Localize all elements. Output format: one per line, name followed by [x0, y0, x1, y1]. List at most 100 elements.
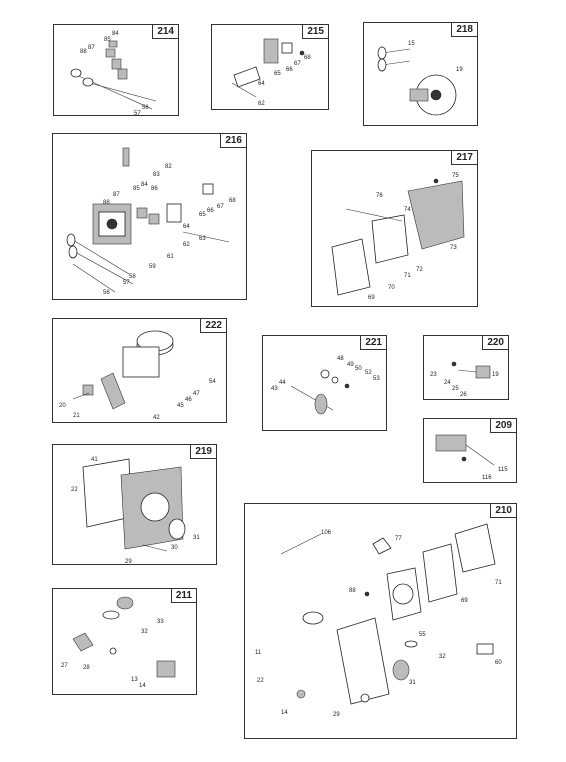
- callout-label: 48: [337, 356, 344, 362]
- panel-number: 209: [490, 418, 517, 433]
- callout-label: 71: [495, 580, 502, 586]
- panel-214: 214 84 85 87 88 56 57: [53, 24, 179, 117]
- callout-label: 25: [452, 386, 459, 392]
- panel-220: 220 23 24 25 26 19: [423, 335, 509, 400]
- callout-label: 88: [80, 49, 87, 55]
- callout-label: 31: [409, 680, 416, 686]
- panel-222-diagram: 54 47 46 45 42 21 20: [59, 330, 216, 421]
- callout-label: 23: [430, 372, 437, 378]
- callout-label: 77: [395, 536, 402, 542]
- panel-211: 211 33 32 27 28 13 14: [52, 588, 197, 695]
- callout-label: 64: [183, 224, 190, 230]
- callout-label: 24: [444, 380, 451, 386]
- panel-number: 211: [170, 588, 197, 603]
- callout-label: 57: [134, 111, 141, 117]
- callout-label: 20: [59, 403, 66, 409]
- panel-210-diagram: 106 77 71 88 69 55 32 60 11 22 31 14 29: [255, 523, 502, 718]
- callout-label: 62: [258, 101, 265, 107]
- panel-222: 222 54 47 46 45 42 21 20: [52, 318, 227, 423]
- panel-211-diagram: 33 32 27 28 13 14: [61, 596, 176, 689]
- callout-label: 32: [141, 629, 148, 635]
- callout-label: 19: [456, 67, 463, 73]
- panel-number: 220: [482, 335, 509, 350]
- callout-label: 68: [304, 55, 311, 61]
- callout-label: 26: [460, 392, 467, 398]
- panel-number: 210: [490, 503, 517, 518]
- callout-label: 65: [199, 212, 206, 218]
- panel-217: 217 75 76 74 73 72 71 70 69: [311, 150, 478, 307]
- panel-216: 216 83 82 84 85 86 87 88 65 66 67 68 64 …: [52, 133, 247, 300]
- callout-label: 49: [347, 362, 354, 368]
- callout-label: 58: [129, 274, 136, 280]
- panel-number: 215: [302, 24, 329, 39]
- callout-label: 71: [404, 273, 411, 279]
- callout-label: 53: [373, 376, 380, 382]
- panel-221: 221 48 49 50 52 53 44 43: [262, 335, 387, 431]
- panel-209: 209 115 116: [423, 418, 517, 483]
- panel-209-diagram: 115 116: [435, 434, 508, 481]
- callout-label: 106: [321, 530, 332, 536]
- callout-label: 27: [61, 663, 68, 669]
- callout-label: 28: [83, 665, 90, 671]
- callout-label: 56: [142, 105, 149, 111]
- callout-label: 60: [495, 660, 502, 666]
- callout-label: 41: [91, 457, 98, 463]
- panel-number: 217: [451, 150, 478, 165]
- callout-label: 87: [113, 192, 120, 198]
- callout-label: 44: [279, 380, 286, 386]
- callout-label: 55: [419, 632, 426, 638]
- callout-label: 63: [199, 236, 206, 242]
- callout-label: 14: [139, 683, 146, 689]
- callout-label: 84: [112, 31, 119, 37]
- callout-label: 30: [171, 545, 178, 551]
- callout-label: 67: [294, 61, 301, 67]
- callout-label: 59: [149, 264, 156, 270]
- callout-label: 52: [365, 370, 372, 376]
- callout-label: 46: [185, 397, 192, 403]
- callout-label: 86: [151, 186, 158, 192]
- callout-label: 33: [157, 619, 164, 625]
- callout-label: 42: [153, 415, 160, 421]
- panel-210: 210 106 77 71 88 69 55 32 60 11 22 31 14…: [244, 503, 517, 739]
- callout-label: 74: [404, 207, 411, 213]
- callout-label: 62: [183, 242, 190, 248]
- panel-number: 219: [190, 444, 217, 459]
- callout-label: 29: [333, 712, 340, 718]
- callout-label: 69: [368, 295, 375, 301]
- callout-label: 13: [131, 677, 138, 683]
- callout-label: 47: [193, 391, 200, 397]
- callout-label: 72: [416, 267, 423, 273]
- panel-219: 219 41 22 31 30 29: [52, 444, 217, 565]
- callout-label: 83: [153, 172, 160, 178]
- panel-215: 215 68 67 66 65 64 62: [211, 24, 329, 110]
- callout-label: 32: [439, 654, 446, 660]
- callout-label: 29: [125, 559, 132, 565]
- panel-214-diagram: 84 85 87 88 56 57: [70, 31, 157, 117]
- panel-number: 218: [451, 22, 478, 37]
- callout-label: 116: [482, 475, 492, 481]
- panel-number: 222: [200, 318, 227, 333]
- callout-label: 56: [103, 290, 110, 296]
- callout-label: 22: [257, 678, 264, 684]
- callout-label: 65: [274, 71, 281, 77]
- callout-label: 14: [281, 710, 288, 716]
- callout-label: 73: [450, 245, 457, 251]
- panel-number: 221: [360, 335, 387, 350]
- callout-label: 75: [452, 173, 459, 179]
- callout-label: 54: [209, 379, 216, 385]
- callout-label: 82: [165, 164, 172, 170]
- callout-label: 50: [355, 366, 362, 372]
- callout-label: 43: [271, 386, 278, 392]
- panel-219-diagram: 41 22 31 30 29: [71, 457, 200, 565]
- callout-label: 69: [461, 598, 468, 604]
- callout-label: 88: [103, 200, 110, 206]
- callout-label: 57: [123, 280, 130, 286]
- panel-217-diagram: 75 76 74 73 72 71 70 69: [331, 173, 465, 301]
- panel-216-diagram: 83 82 84 85 86 87 88 65 66 67 68 64 63 6…: [66, 147, 236, 296]
- panel-218: 218 15 19: [363, 22, 478, 126]
- panel-220-diagram: 23 24 25 26 19: [430, 361, 499, 398]
- callout-label: 21: [73, 413, 80, 419]
- callout-label: 88: [349, 588, 356, 594]
- callout-label: 115: [498, 467, 508, 473]
- callout-label: 61: [167, 254, 174, 260]
